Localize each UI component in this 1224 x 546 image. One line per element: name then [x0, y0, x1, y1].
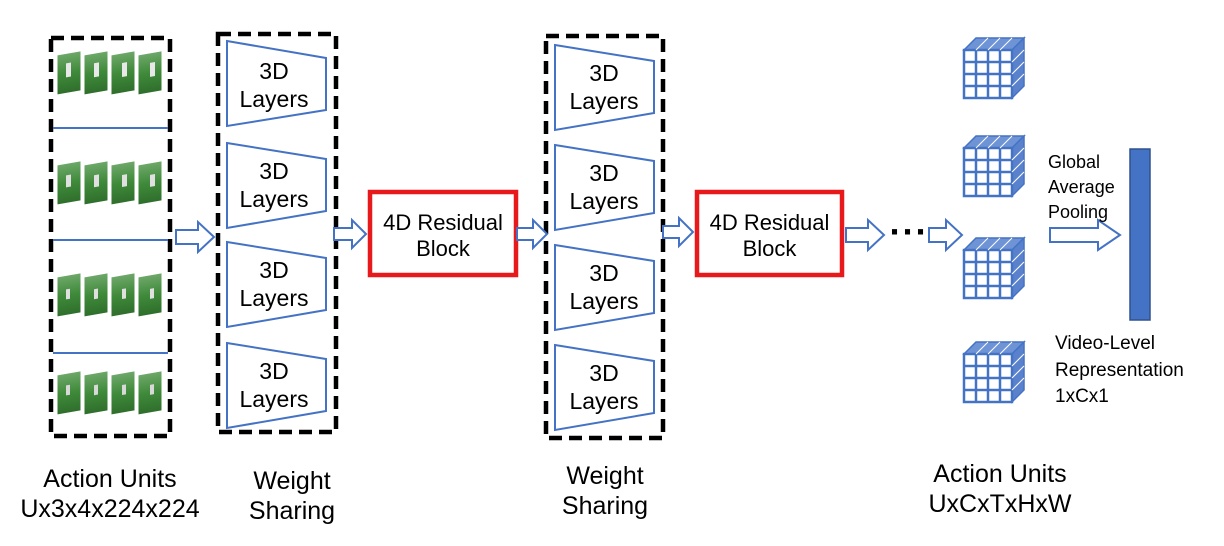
- layer-shape: [554, 143, 655, 232]
- ellipsis: ···: [889, 211, 929, 252]
- layer-shape: [226, 141, 327, 230]
- video-frame-icon: [56, 370, 163, 416]
- output-caption: Action Units UxCxTxHxW: [900, 459, 1100, 519]
- sharing-caption-2: Weight Sharing: [540, 461, 670, 521]
- video-frame-icon: [56, 50, 163, 96]
- arrow-right-icon: [516, 217, 549, 251]
- input-caption: Action Units Ux3x4x224x224: [10, 464, 210, 524]
- input-title: Action Units: [43, 465, 177, 493]
- sharing-caption-1: Weight Sharing: [227, 466, 357, 526]
- representation-bar: [1129, 148, 1151, 321]
- layer-shape: [554, 243, 655, 332]
- layer-shape: [226, 39, 327, 128]
- layer-shape: [554, 43, 655, 132]
- sharing-subtitle: Sharing: [248, 497, 336, 525]
- output-title: Action Units: [933, 460, 1067, 488]
- sharing-subtitle: Sharing: [561, 492, 649, 520]
- arrow-right-icon: [662, 215, 695, 249]
- residual-block: [694, 189, 845, 278]
- sharing-frame-1: [215, 31, 339, 435]
- arrow-right-icon: [333, 217, 368, 251]
- arrow-right-icon: [845, 217, 886, 253]
- feature-cube-icon: [962, 340, 1026, 404]
- layer-shape: [226, 341, 327, 430]
- output-shape: UxCxTxHxW: [928, 490, 1072, 518]
- layer-shape: [554, 343, 655, 432]
- input-shape: Ux3x4x224x224: [20, 495, 200, 523]
- video-frame-icon: [56, 160, 163, 206]
- arrow-right-icon: [928, 217, 964, 253]
- arrow-right-icon: [1049, 218, 1122, 252]
- feature-cube-icon: [962, 134, 1026, 198]
- sharing-title: Weight: [566, 462, 644, 490]
- feature-cube-icon: [962, 236, 1026, 300]
- arrow-right-icon: [175, 219, 216, 255]
- feature-cube-icon: [962, 36, 1026, 100]
- sharing-title: Weight: [253, 467, 331, 495]
- video-frame-icon: [56, 272, 163, 318]
- layer-shape: [226, 240, 327, 329]
